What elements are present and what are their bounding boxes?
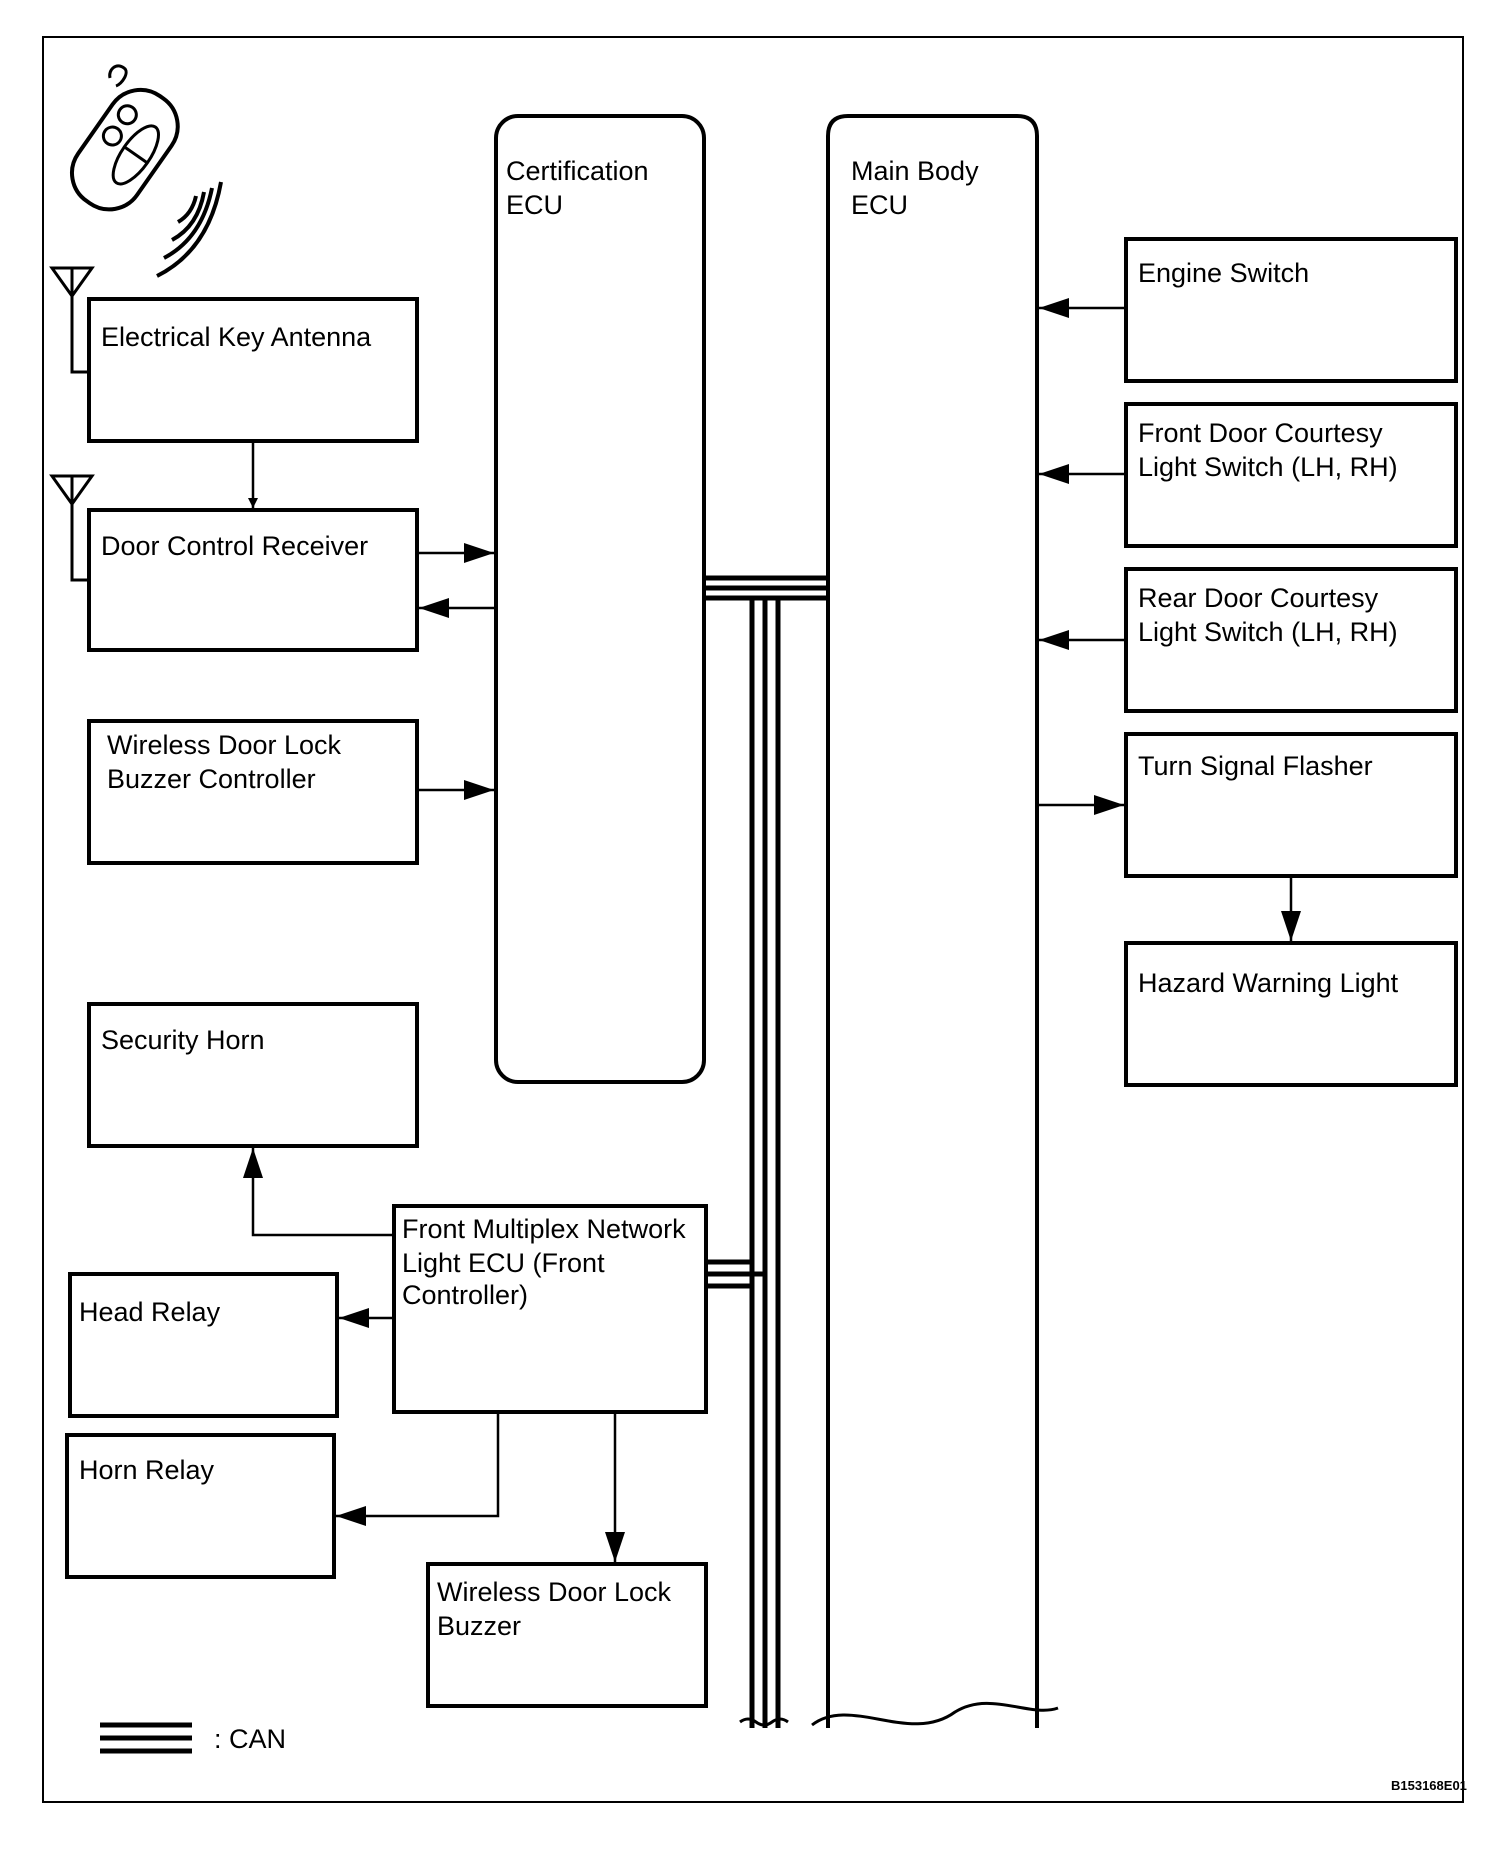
front-door-courtesy-light-switch-label: Front Door Courtesy Light Switch (LH, RH… [1138,418,1398,482]
front-multiplex-network-light-ecu-box [392,1204,708,1414]
door-control-receiver-box [87,508,419,652]
certification-ecu-shape [494,114,706,1084]
door-control-receiver-label: Door Control Receiver [101,531,368,561]
antenna-icon [49,474,95,582]
can-legend-label: : CAN [214,1724,286,1754]
turn-signal-flasher-box [1124,732,1458,878]
front-door-courtesy-light-switch-box [1124,402,1458,548]
antenna-icon [49,266,95,374]
hazard-warning-light-box [1124,941,1458,1087]
can-legend: : CAN [100,1722,286,1754]
main-body-ecu-shape [826,114,1039,1728]
figure-code: B153168E01 [1391,1778,1467,1793]
wireless-door-lock-buzzer-box [426,1562,708,1708]
electrical-key-antenna-box [87,297,419,443]
wireless-door-lock-buzzer-label: Wireless Door Lock Buzzer [437,1577,679,1641]
rear-door-courtesy-light-switch-label: Rear Door Courtesy Light Switch (LH, RH) [1138,583,1398,647]
rear-door-courtesy-light-switch-box [1124,567,1458,713]
engine-switch-box [1124,237,1458,383]
turn-signal-flasher-label: Turn Signal Flasher [1138,751,1373,781]
can-bus [702,575,832,1728]
head-relay-label: Head Relay [79,1297,221,1327]
main-body-ecu-break [811,1701,1059,1727]
horn-relay-box [65,1433,336,1579]
head-relay-box [68,1272,339,1418]
main-body-ecu-label: Main Body ECU [851,156,986,220]
front-multiplex-network-light-ecu-label: Front Multiplex Network Light ECU (Front… [402,1214,693,1310]
engine-switch-label: Engine Switch [1138,258,1309,288]
certification-ecu-label: Certification ECU [506,156,656,220]
wireless-door-lock-buzzer-controller-label: Wireless Door Lock Buzzer Controller [107,730,349,794]
electrical-key-antenna-label: Electrical Key Antenna [101,322,372,352]
security-horn-label: Security Horn [101,1025,265,1055]
hazard-warning-light-label: Hazard Warning Light [1138,968,1399,998]
key-fob-icon [70,64,223,278]
horn-relay-label: Horn Relay [79,1455,215,1485]
diagram-frame [42,36,1464,1803]
wireless-door-lock-buzzer-controller-box [87,719,419,865]
security-horn-box [87,1002,419,1148]
